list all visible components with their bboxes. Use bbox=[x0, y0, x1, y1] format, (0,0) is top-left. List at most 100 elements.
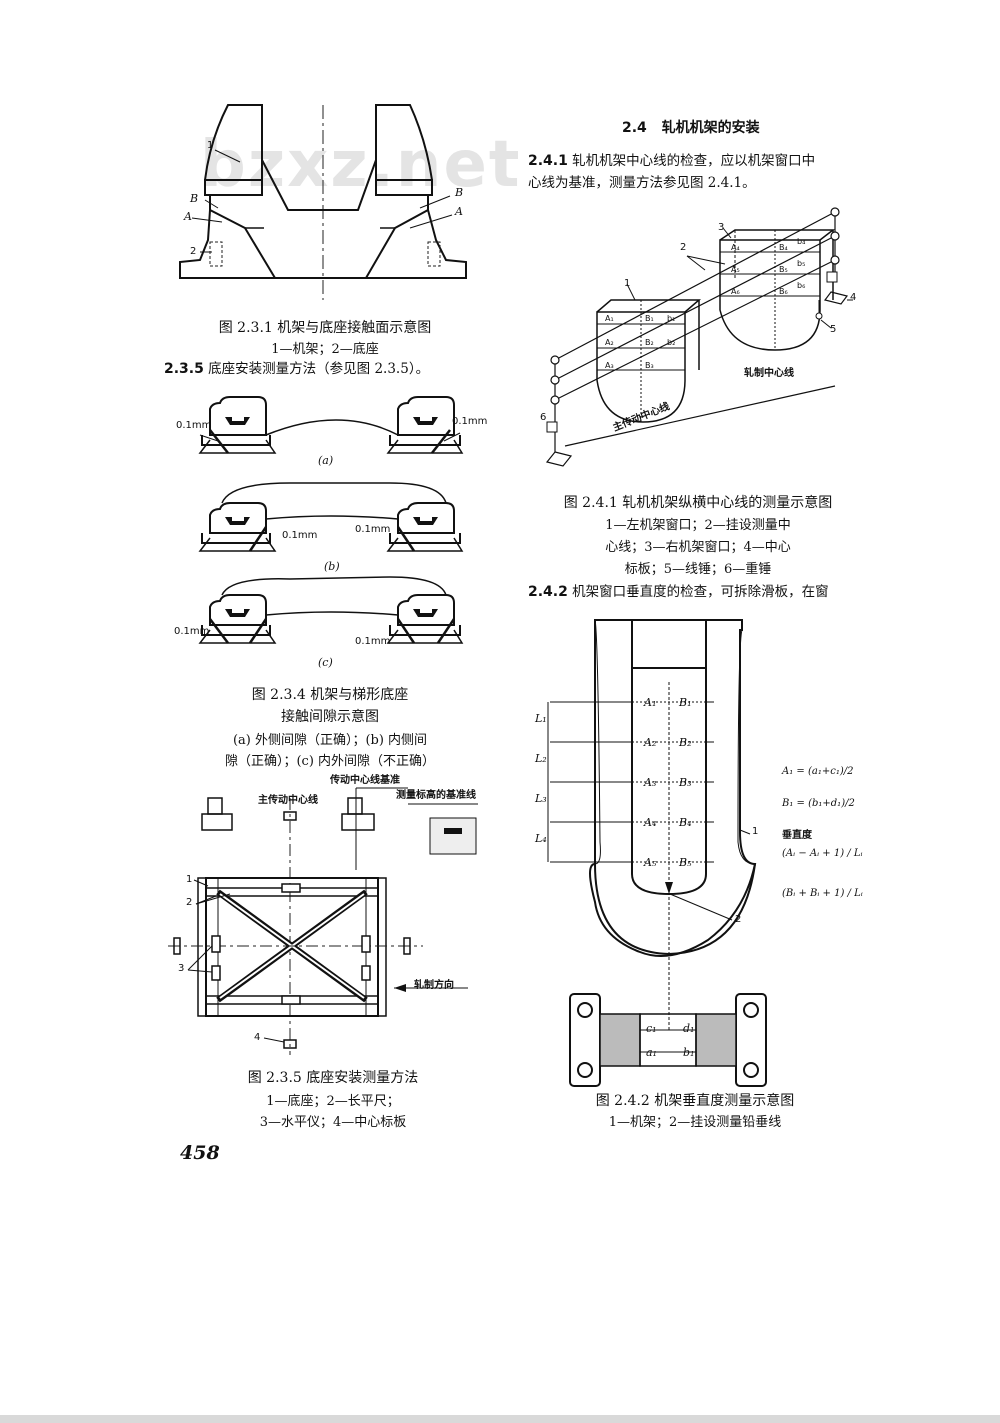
sec242-text: 机架窗口垂直度的检查，可拆除滑板，在窗 bbox=[572, 584, 829, 600]
fig235-legend-line2: 3—水平仪；4—中心标板 bbox=[259, 1115, 407, 1130]
fig241-label-6: 6 bbox=[540, 412, 547, 423]
fig231-legend: 1—机架；2—底座 bbox=[271, 342, 379, 357]
fig241-label-rolling-center: 轧制中心线 bbox=[744, 368, 794, 379]
fig242-label-a4: A₄ bbox=[644, 816, 657, 829]
svg-text:A₅: A₅ bbox=[731, 265, 740, 274]
sec241-number: 2.4.1 bbox=[528, 153, 568, 169]
page-number: 458 bbox=[180, 1142, 220, 1164]
fig242-legend: 1—机架；2—挂设测量铅垂线 bbox=[608, 1115, 782, 1130]
fig242-label-b4: B₄ bbox=[679, 816, 692, 829]
sec241-line1: 2.4.1 轧机机架中心线的检查，应以机架窗口中 bbox=[528, 150, 868, 172]
svg-text:A₄: A₄ bbox=[731, 243, 740, 252]
sec235-text: 底座安装测量方法（参见图 2.3.5）。 bbox=[208, 361, 430, 377]
svg-text:A₆: A₆ bbox=[731, 287, 740, 296]
fig235-caption: 图 2.3.5 底座安装测量方法 bbox=[247, 1070, 419, 1086]
fig242-label-a3: A₃ bbox=[644, 776, 657, 789]
svg-text:A₃: A₃ bbox=[605, 361, 614, 370]
fig234-c-group bbox=[198, 576, 464, 644]
svg-text:b₄: b₄ bbox=[797, 237, 805, 246]
fig234-legend-line1: (a) 外侧间隙（正确）；(b) 内侧间 bbox=[232, 733, 428, 748]
fig242-label-c1: c₁ bbox=[646, 1022, 657, 1035]
fig235-label-drive-base: 传动中心线基准 bbox=[330, 775, 400, 786]
fig234-sub-a: (a) bbox=[318, 454, 334, 467]
fig235-label-2: 2 bbox=[186, 897, 193, 908]
svg-text:b₆: b₆ bbox=[797, 281, 805, 290]
fig242-formula-b: B₁ = (b₁+d₁)/2 bbox=[782, 798, 855, 809]
figure-2-3-5-drawing bbox=[168, 787, 478, 1055]
fig234-sub-c: (c) bbox=[318, 656, 333, 669]
fig234-caption-line2: 接触间隙示意图 bbox=[281, 709, 379, 725]
sec241-text-1: 轧机机架中心线的检查，应以机架窗口中 bbox=[572, 153, 816, 169]
sec241-line2: 心线为基准，测量方法参见图 2.4.1。 bbox=[528, 175, 756, 191]
fig242-label-1: 1 bbox=[752, 826, 759, 837]
svg-text:b₁: b₁ bbox=[667, 314, 675, 323]
fig241-label-4: 4 bbox=[850, 292, 857, 303]
fig234-b-group bbox=[198, 482, 464, 552]
sec235-line: 2.3.5 底座安装测量方法（参见图 2.3.5）。 bbox=[164, 358, 429, 380]
fig241-label-2: 2 bbox=[680, 242, 687, 253]
sec235-number: 2.3.5 bbox=[164, 361, 204, 377]
sec241-paragraph: 2.4.1 轧机机架中心线的检查，应以机架窗口中 心线为基准，测量方法参见图 2… bbox=[528, 150, 868, 194]
fig234-c-gap-left: 0.1mm bbox=[174, 626, 210, 637]
sec24-heading: 2.4 轧机机架的安装 bbox=[622, 117, 760, 137]
fig242-label-a5: A₅ bbox=[644, 856, 657, 869]
fig242-formula-a: A₁ = (a₁+c₁)/2 bbox=[782, 766, 854, 777]
fig234-a-gap-right: 0.1mm bbox=[452, 416, 488, 427]
fig242-label-l4: L₄ bbox=[535, 832, 547, 845]
fig231-label-a-left: A bbox=[184, 210, 192, 223]
fig231-label-a-right: A bbox=[455, 205, 463, 218]
fig242-label-d1: d₁ bbox=[683, 1022, 695, 1035]
svg-text:B₄: B₄ bbox=[779, 243, 788, 252]
fig241-label-5: 5 bbox=[830, 324, 837, 335]
svg-text:B₁: B₁ bbox=[645, 314, 654, 323]
fig234-b-gap-left: 0.1mm bbox=[282, 530, 318, 541]
fig234-a-group bbox=[198, 396, 464, 454]
fig242-label-b5: B₅ bbox=[679, 856, 692, 869]
svg-text:A₂: A₂ bbox=[605, 338, 614, 347]
fig231-label-2: 2 bbox=[190, 246, 197, 257]
fig241-label-3: 3 bbox=[718, 222, 725, 233]
fig235-label-4: 4 bbox=[254, 1032, 261, 1043]
fig231-label-1: 1 bbox=[207, 140, 214, 151]
fig241-legend-line1: 1—左机架窗口；2—挂设测量中 bbox=[605, 518, 791, 533]
fig242-label-a1-small: a₁ bbox=[646, 1046, 657, 1059]
sec24-number: 2.4 bbox=[622, 120, 647, 136]
fig235-label-main-drive: 主传动中心线 bbox=[258, 795, 318, 806]
fig231-caption: 图 2.3.1 机架与底座接触面示意图 bbox=[218, 320, 432, 336]
fig242-label-a1: A₁ bbox=[644, 696, 657, 709]
fig234-c-gap-right: 0.1mm bbox=[355, 636, 391, 647]
fig241-legend-line3: 标板；5—线锤；6—重锤 bbox=[624, 562, 772, 577]
fig242-caption: 图 2.4.2 机架垂直度测量示意图 bbox=[595, 1093, 795, 1109]
fig234-sub-b: (b) bbox=[324, 560, 340, 573]
fig234-a-gap-left: 0.1mm bbox=[176, 420, 212, 431]
sec242-line: 2.4.2 机架窗口垂直度的检查，可拆除滑板，在窗 bbox=[528, 581, 873, 603]
fig235-label-1: 1 bbox=[186, 874, 193, 885]
fig242-formula-v2: (Bᵢ + Bᵢ + 1) / Lᵢ bbox=[782, 888, 863, 899]
fig235-legend-line1: 1—底座；2—长平尺； bbox=[266, 1094, 400, 1109]
svg-text:b₅: b₅ bbox=[797, 259, 805, 268]
fig235-label-level-base: 测量标高的基准线 bbox=[396, 790, 476, 801]
fig242-label-a2: A₂ bbox=[644, 736, 657, 749]
fig241-legend-line2: 心线；3—右机架窗口；4—中心 bbox=[605, 540, 791, 555]
fig242-label-2: 2 bbox=[735, 914, 742, 925]
fig242-label-l3: L₃ bbox=[535, 792, 547, 805]
fig242-label-b1: B₁ bbox=[679, 696, 692, 709]
fig241-caption: 图 2.4.1 轧机机架纵横中心线的测量示意图 bbox=[563, 495, 833, 511]
fig235-label-3: 3 bbox=[178, 963, 185, 974]
sec242-number: 2.4.2 bbox=[528, 584, 568, 600]
svg-text:B₆: B₆ bbox=[779, 287, 788, 296]
figure-2-4-2-drawing bbox=[547, 619, 767, 1087]
fig242-formula-v1: (Aᵢ − Aᵢ + 1) / Lᵢ bbox=[782, 848, 863, 859]
watermark-text: bzxz.net bbox=[200, 128, 522, 202]
sec24-title: 轧机机架的安装 bbox=[661, 120, 760, 136]
fig241-label-1: 1 bbox=[624, 278, 631, 289]
fig231-label-b-left: B bbox=[190, 192, 199, 205]
figure-2-3-1-drawing bbox=[179, 104, 467, 300]
fig234-b-gap-right: 0.1mm bbox=[355, 524, 391, 535]
fig242-label-b2: B₂ bbox=[679, 736, 692, 749]
svg-text:B₂: B₂ bbox=[645, 338, 654, 347]
fig242-label-l1: L₁ bbox=[535, 712, 547, 725]
svg-text:A₁: A₁ bbox=[605, 314, 614, 323]
fig242-label-l2: L₂ bbox=[535, 752, 547, 765]
figure-2-3-4-drawing bbox=[198, 396, 464, 644]
